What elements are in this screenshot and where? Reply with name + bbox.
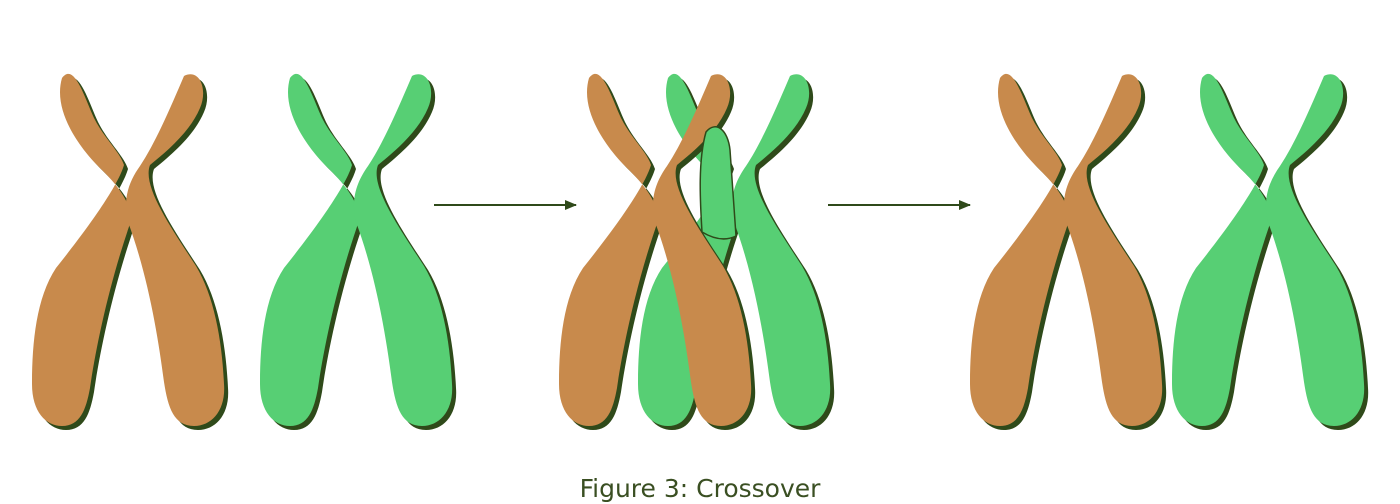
- chromosome-child-b: [1150, 60, 1368, 444]
- chromosome-parent-b: [260, 74, 456, 430]
- figure-caption: Figure 3: Crossover: [579, 474, 821, 503]
- chromosome-parent-a: [32, 74, 228, 430]
- exchanged-segment-right: [699, 126, 737, 240]
- stage-crossing-over: [559, 70, 834, 430]
- chromosome-child-a: [970, 60, 1186, 440]
- stage-offspring: [970, 60, 1368, 444]
- stage-parents: [32, 74, 456, 430]
